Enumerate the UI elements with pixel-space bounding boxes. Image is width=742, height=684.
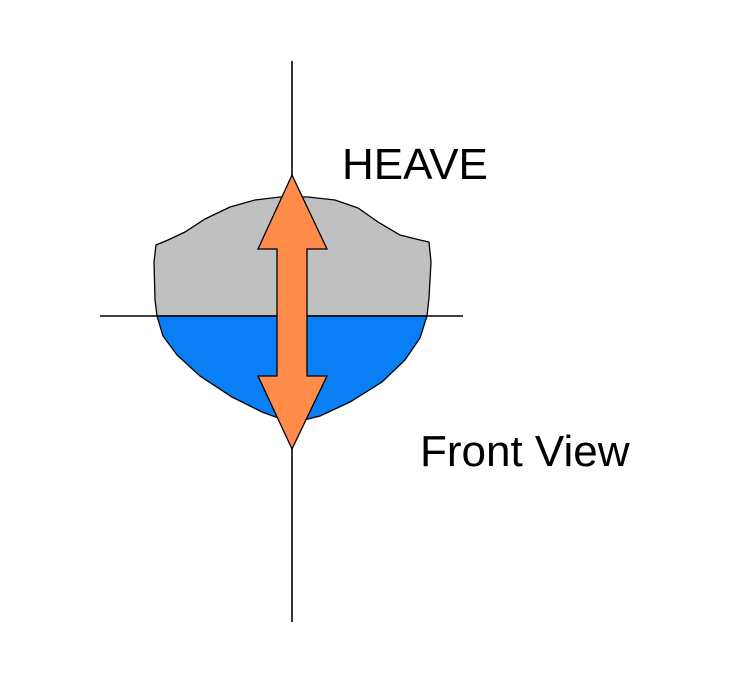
view-label: Front View [420,427,630,476]
heave-arrow-icon [256,173,329,451]
motion-label: HEAVE [342,140,488,189]
